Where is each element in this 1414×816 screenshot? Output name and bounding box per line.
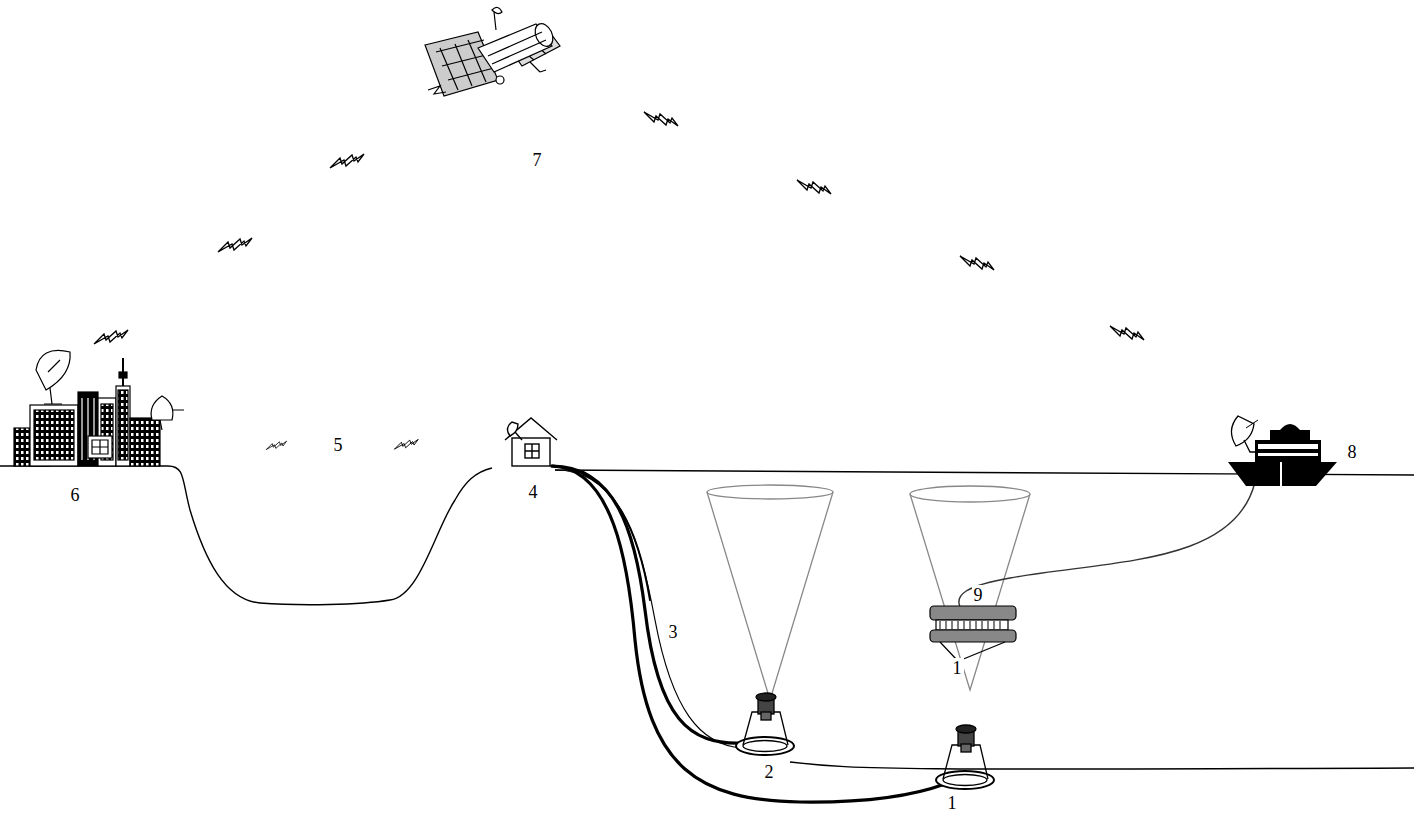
rov-vehicle	[930, 606, 1016, 667]
seabed-tripod	[736, 693, 794, 755]
callout-number: 3	[667, 622, 680, 642]
ship	[1228, 416, 1337, 486]
callout-number: 6	[69, 485, 82, 505]
callout-number: 5	[332, 435, 345, 455]
callout-number: 1	[951, 658, 964, 678]
cable-bundle	[552, 466, 945, 802]
satellite	[425, 7, 560, 96]
seabed	[790, 762, 1414, 769]
city	[14, 350, 184, 466]
callout-number: 9	[972, 585, 985, 605]
callout-number: 8	[1346, 442, 1359, 462]
seabed-tripod	[936, 725, 994, 789]
callout-number: 2	[763, 762, 776, 782]
callout-number: 1	[946, 793, 959, 813]
callout-number: 7	[531, 150, 544, 170]
coastline	[0, 466, 1414, 769]
rov-tether	[959, 482, 1255, 607]
shore-station	[505, 418, 557, 466]
radio-signal	[94, 112, 1144, 450]
sensing-cone	[707, 485, 1030, 700]
callout-number: 4	[527, 482, 540, 502]
